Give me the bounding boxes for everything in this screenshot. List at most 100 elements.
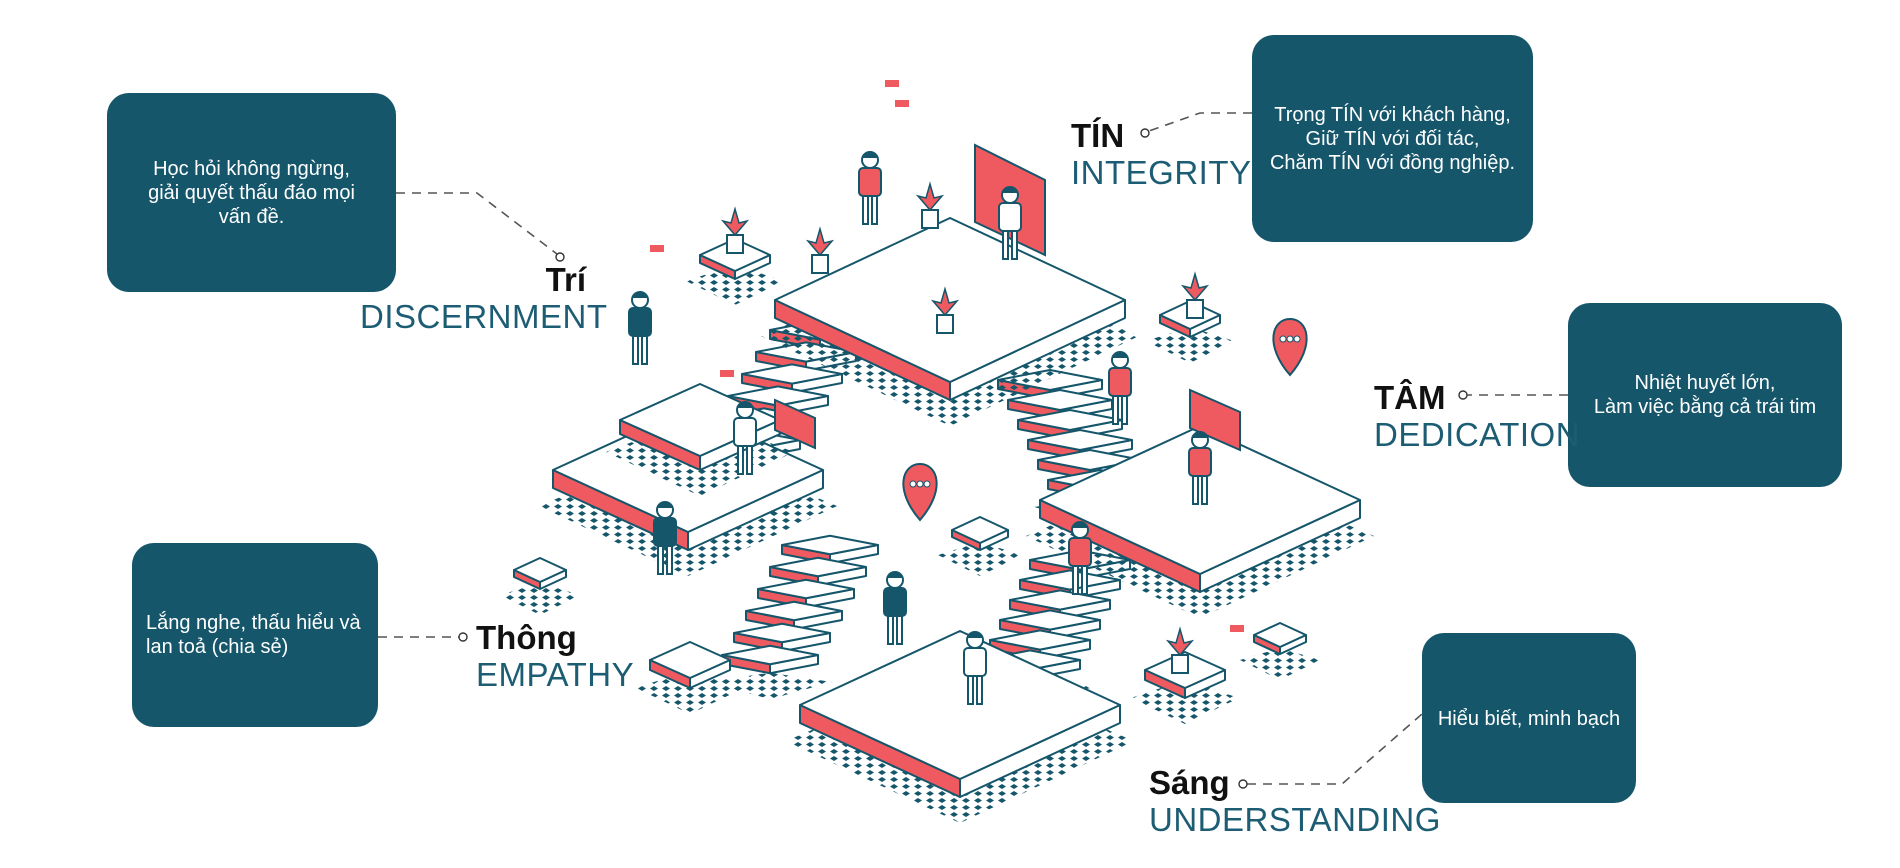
person-sitting-leg — [976, 673, 983, 705]
small-block-shadow — [636, 670, 744, 714]
plant-pot — [726, 234, 744, 254]
person-standing-phone-hair — [862, 152, 878, 158]
description-line: lan toả (chia sẻ) — [146, 636, 289, 658]
chat-bubble-icon-dot — [916, 480, 924, 488]
connector-tri — [396, 192, 558, 255]
small-block-shadow — [500, 583, 580, 615]
description-box-thong: Lắng nghe, thấu hiểu và lan toả (chia sẻ… — [132, 543, 378, 727]
person-vr-headset-hair — [657, 502, 673, 508]
person-vr-headset-body — [653, 517, 677, 547]
plant-leaves — [720, 206, 750, 237]
connector-sang — [1247, 713, 1423, 785]
stairs-bottom-left-step-top — [781, 534, 879, 556]
monitor-icon — [1189, 388, 1241, 452]
value-name: Sáng — [1149, 764, 1230, 801]
person-standing-phone-leg — [862, 193, 869, 225]
person-on-stairs-hair — [1112, 352, 1128, 358]
chat-bubble-icon — [902, 462, 938, 522]
person-vr-headset-leg — [657, 543, 664, 575]
person-at-desk-leg — [746, 443, 753, 475]
value-label-tam: TÂM DEDICATION — [1374, 380, 1580, 454]
message-flag-icon — [885, 80, 899, 87]
description-line: Làm việc bằng cả trái tim — [1593, 396, 1817, 418]
person-on-stairs-leg — [1121, 393, 1128, 425]
person-girl-walking-leg — [632, 333, 639, 365]
message-flag-icon — [895, 100, 909, 107]
stairs-top-right-step-top — [1027, 428, 1133, 452]
person-at-desk-leg — [737, 443, 744, 475]
description-line: Chăm TÍN với đồng nghiệp. — [1269, 151, 1516, 174]
connector-dot-tin — [1140, 128, 1150, 138]
platform-top-top — [774, 217, 1126, 383]
connector-lines — [378, 112, 1568, 785]
value-english: UNDERSTANDING — [1149, 801, 1441, 838]
chat-bubble-icon-dot — [1286, 335, 1294, 343]
message-flag-icon — [1230, 625, 1244, 632]
small-block-shadow — [1146, 327, 1234, 363]
chat-bubble-icon-dot — [909, 480, 917, 488]
small-block-shadow — [1131, 680, 1239, 724]
description-box-tam: Nhiệt huyết lớn, Làm việc bằng cả trái t… — [1568, 303, 1842, 487]
small-block-shadow — [1240, 648, 1320, 680]
person-at-computer-leg — [1192, 473, 1199, 505]
stairs-bottom-right-step-top — [1019, 569, 1121, 591]
stairs-bottom-left-step-top — [745, 600, 843, 622]
plant-pot — [1171, 654, 1189, 674]
person-sitting-body — [963, 647, 987, 677]
value-english: INTEGRITY — [1071, 154, 1252, 191]
person-on-stairs-body — [1108, 367, 1132, 397]
plant-pot — [936, 314, 954, 334]
scene — [500, 80, 1374, 823]
person-girl-walking-leg — [641, 333, 648, 365]
person-at-computer-hair — [1192, 432, 1208, 438]
connector-dot-tam — [1458, 390, 1468, 400]
person-sitting-hair — [967, 632, 983, 638]
plant-pot — [811, 254, 829, 274]
description-line: vấn đề. — [218, 205, 285, 228]
connector-dot-thong — [458, 632, 468, 642]
person-carrying-boxes-body — [1068, 537, 1092, 567]
person-with-tablet-hair — [887, 572, 903, 578]
stairs-bottom-right-step-top — [989, 629, 1091, 651]
small-block-shadow — [686, 265, 784, 305]
value-label-thong: Thông EMPATHY — [476, 620, 634, 694]
person-standing-phone-leg — [871, 193, 878, 225]
person-at-desk-hair — [737, 402, 753, 408]
person-carrying-boxes-hair — [1072, 522, 1088, 528]
description-box-tin: Trọng TÍN với khách hàng, Giữ TÍN với đố… — [1252, 35, 1533, 242]
connector-tin — [1148, 112, 1252, 132]
value-label-tin: TÍN INTEGRITY — [1071, 118, 1252, 192]
person-with-laptop-leg — [1011, 228, 1018, 260]
description-line: giải quyết thấu đáo mọi — [148, 181, 355, 204]
connector-dot-tri — [555, 252, 565, 262]
stairs-bottom-right-step-top — [999, 609, 1101, 631]
description-box-tri: Học hỏi không ngừng, giải quyết thấu đáo… — [107, 93, 396, 292]
value-label-tri: Trí DISCERNMENT — [360, 262, 608, 336]
description-line: Trọng TÍN với khách hàng, — [1274, 103, 1511, 126]
plant-pot — [921, 209, 939, 229]
plant-leaves — [915, 181, 945, 212]
stairs-bottom-right-step-top — [1009, 589, 1111, 611]
stairs-bottom-left-step-top — [757, 578, 855, 600]
person-at-computer-body — [1188, 447, 1212, 477]
chat-bubble-icon-dot — [1279, 335, 1287, 343]
platform-right-top — [1039, 425, 1361, 575]
description-box-sang: Hiểu biết, minh bạch — [1422, 633, 1636, 803]
value-english: DISCERNMENT — [360, 298, 608, 335]
person-at-desk-body — [733, 417, 757, 447]
description-line: Lắng nghe, thấu hiểu và — [146, 612, 361, 634]
description-line: Nhiệt huyết lớn, — [1634, 372, 1776, 394]
platform-bottom-top — [799, 630, 1121, 780]
value-name: TÍN — [1071, 117, 1125, 154]
stairs-top-right-step-top — [1017, 408, 1123, 432]
person-girl-walking-body — [628, 307, 652, 337]
stairs-bottom-left-step-top — [721, 644, 819, 666]
description-line: Giữ TÍN với đối tác, — [1305, 127, 1480, 150]
chat-bubble-icon — [1272, 317, 1308, 377]
stairs-top-left-step-top — [741, 363, 843, 385]
small-block-top — [513, 557, 567, 583]
plant-pot — [1186, 299, 1204, 319]
small-block-top — [699, 238, 771, 272]
description-line: Hiểu biết, minh bạch — [1437, 708, 1621, 730]
